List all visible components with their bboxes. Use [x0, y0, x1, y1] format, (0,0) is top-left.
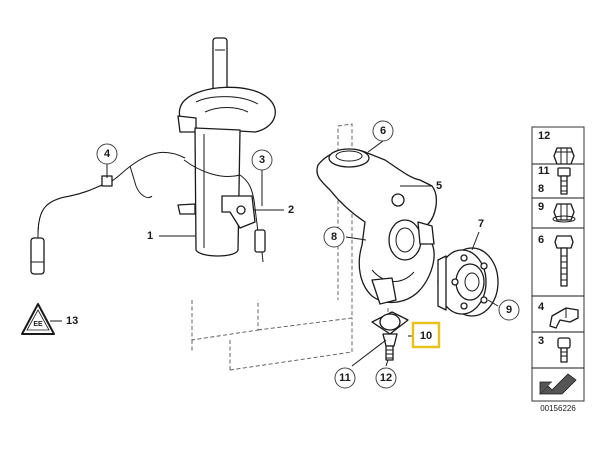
- warning-triangle-icon: EE: [21, 303, 55, 335]
- abs-sensor-lead[interactable]: [30, 151, 186, 275]
- svg-text:4: 4: [538, 301, 545, 313]
- svg-text:8: 8: [538, 183, 544, 195]
- svg-text:7: 7: [478, 218, 484, 230]
- legend-item-9[interactable]: 9: [538, 201, 576, 223]
- callout-6[interactable]: 6: [372, 120, 394, 142]
- svg-text:12: 12: [538, 130, 550, 142]
- ball-joint[interactable]: [371, 311, 409, 361]
- legend-item-4[interactable]: 4: [538, 301, 579, 329]
- svg-text:2: 2: [288, 204, 294, 216]
- wheel-hub[interactable]: [437, 247, 499, 317]
- callout-11[interactable]: 11: [334, 367, 356, 389]
- legend-item-3[interactable]: 3: [538, 335, 571, 363]
- svg-text:9: 9: [506, 304, 512, 316]
- strut-assembly[interactable]: [177, 37, 276, 257]
- callout-4[interactable]: 4: [96, 143, 118, 165]
- legend-item-6[interactable]: 6: [538, 234, 574, 287]
- svg-text:1: 1: [147, 230, 153, 242]
- svg-text:9: 9: [538, 201, 544, 213]
- direction-arrow-icon: [539, 373, 577, 395]
- svg-text:10: 10: [420, 330, 432, 342]
- svg-text:6: 6: [380, 125, 386, 137]
- svg-text:12: 12: [380, 372, 392, 384]
- callout-9[interactable]: 9: [498, 299, 520, 321]
- svg-text:3: 3: [538, 335, 544, 347]
- parts-legend: 12 11 8 9 6: [531, 126, 585, 402]
- drawing-code: 00156226: [540, 404, 576, 413]
- svg-text:4: 4: [104, 148, 111, 160]
- legend-item-11-bolt[interactable]: 11 8: [538, 165, 571, 195]
- svg-text:13: 13: [66, 315, 78, 327]
- callout-10-highlighted[interactable]: 10: [411, 321, 441, 349]
- svg-text:EE: EE: [33, 321, 43, 328]
- callout-12[interactable]: 12: [375, 367, 397, 389]
- callout-7[interactable]: 7: [478, 218, 484, 230]
- callout-2[interactable]: 2: [288, 204, 294, 216]
- brake-hose[interactable]: [239, 174, 266, 263]
- callout-5[interactable]: 5: [436, 180, 442, 192]
- svg-text:6: 6: [538, 234, 544, 246]
- callout-3[interactable]: 3: [251, 149, 273, 171]
- callout-1[interactable]: 1: [147, 230, 153, 242]
- svg-text:3: 3: [259, 154, 265, 166]
- callout-8[interactable]: 8: [323, 226, 345, 248]
- svg-text:8: 8: [331, 231, 337, 243]
- svg-text:11: 11: [538, 165, 550, 177]
- svg-text:5: 5: [436, 180, 442, 192]
- steering-knuckle[interactable]: [316, 148, 438, 305]
- svg-text:11: 11: [339, 372, 351, 384]
- callout-13[interactable]: 13: [66, 315, 78, 327]
